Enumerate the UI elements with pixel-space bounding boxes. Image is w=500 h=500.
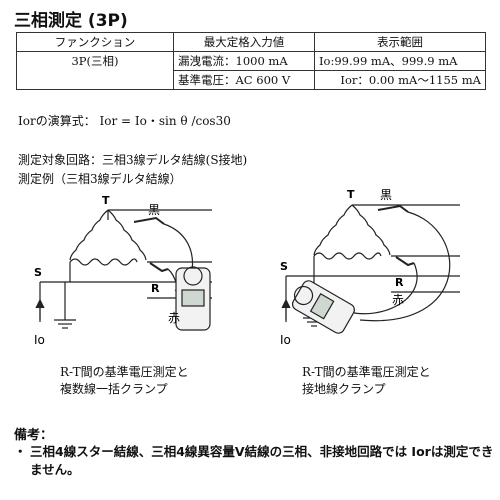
right-clamp-meter-display <box>309 293 335 320</box>
cell-range: Ior：0.00 mA～1155 mA <box>314 70 486 90</box>
left-diagram <box>35 209 212 331</box>
right-io-arrowhead <box>281 298 291 309</box>
left-label-s: S <box>34 266 42 279</box>
right-red-clip <box>395 256 415 267</box>
left-clamp-meter-display <box>181 289 205 307</box>
left-label-red: 赤 <box>168 311 180 325</box>
right-clamp-jaw <box>293 285 314 306</box>
note-item: ・ 三相4線スター結線、三相4線異容量V結線の三相、非接地回路では Iorは測定… <box>14 443 494 479</box>
right-label-s: S <box>280 260 288 273</box>
left-caption-line1: R-T間の基準電圧測定と <box>60 365 189 379</box>
right-black-clip <box>377 204 409 213</box>
right-delta-coil-right <box>351 204 391 256</box>
circuit-description: 測定対象回路：三相3線デルタ結線(S接地) <box>18 153 248 167</box>
left-delta-coil-left <box>69 209 109 261</box>
left-red-clip <box>149 262 169 273</box>
cell-max-input: 漏洩電流：1000 mA <box>173 51 315 71</box>
table-header-row: ファンクション 最大定格入力値 表示範囲 <box>16 32 486 52</box>
page-title: 三相測定 (3P) <box>14 11 128 31</box>
right-diagram <box>281 204 460 334</box>
right-red-lead <box>349 262 418 315</box>
left-io-arrowhead <box>35 298 45 309</box>
right-caption-line1: R-T間の基準電圧測定と <box>302 365 431 379</box>
left-label-black: 黒 <box>148 203 160 217</box>
right-caption-line2: 接地線クランプ <box>302 382 386 396</box>
cell-range: Io:99.99 mA、999.9 mA <box>314 51 486 71</box>
note-bullet: ・ <box>14 444 27 459</box>
right-delta-coil-bottom <box>313 252 382 260</box>
left-clamp-jaw <box>183 266 203 286</box>
header-max-input: 最大定格入力値 <box>173 32 315 52</box>
left-delta-coil-right <box>107 209 147 261</box>
left-delta-coil-bottom <box>69 258 138 266</box>
right-label-black: 黒 <box>380 188 392 202</box>
right-label-red: 赤 <box>392 293 404 307</box>
table-row: 基準電圧：AC 600 V Ior：0.00 mA～1155 mA <box>17 70 486 90</box>
left-label-io: Io <box>34 333 45 347</box>
right-delta-coil-left <box>313 204 353 256</box>
table-row: 3P(三相) 漏洩電流：1000 mA Io:99.99 mA、999.9 mA <box>16 51 486 90</box>
right-caption: R-T間の基準電圧測定と 接地線クランプ <box>302 364 431 398</box>
cell-max-input: 基準電圧：AC 600 V <box>173 70 315 90</box>
right-label-io: Io <box>280 333 291 347</box>
left-label-r: R <box>151 282 160 295</box>
left-black-clip <box>133 216 165 225</box>
left-label-t: T <box>102 194 110 207</box>
right-clamp-meter <box>291 280 355 334</box>
notes-title: 備考： <box>14 428 54 443</box>
right-black-lead <box>359 211 451 322</box>
example-heading: 測定例（三相3線デルタ結線） <box>18 172 182 186</box>
note-text: 三相4線スター結線、三相4線異容量V結線の三相、非接地回路では Iorは測定でき… <box>30 444 494 477</box>
left-caption: R-T間の基準電圧測定と 複数線一括クランプ <box>60 364 189 398</box>
right-label-r: R <box>395 276 404 289</box>
spec-table: ファンクション 最大定格入力値 表示範囲 3P(三相) 漏洩電流：1000 mA… <box>16 32 486 90</box>
formula-text: Iorの演算式： Ior = Io・sin θ /cos30 <box>18 114 231 128</box>
left-caption-line2: 複数線一括クランプ <box>60 382 168 396</box>
right-label-t: T <box>347 188 355 201</box>
cell-function: 3P(三相) <box>16 51 174 90</box>
